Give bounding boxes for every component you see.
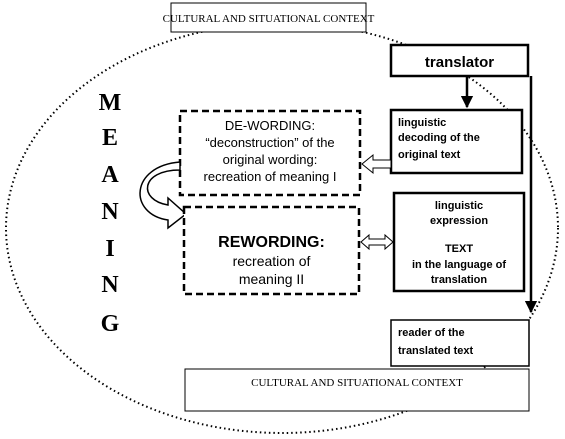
reader-box [390, 319, 530, 367]
context-bottom-label: CULTURAL AND SITUATIONAL CONTEXT [251, 377, 463, 389]
dewording-line-3: original wording: [223, 152, 318, 167]
meaning-letter: G [101, 311, 120, 337]
dewording-line-1: DE-WORDING: [225, 118, 315, 133]
expression-line-1: linguistic [435, 200, 483, 212]
rewording-line-1: REWORDING: [218, 234, 325, 251]
translator-box [389, 43, 530, 78]
decoding-box [389, 108, 524, 175]
context-top-label: CULTURAL AND SITUATIONAL CONTEXT [163, 13, 375, 25]
expression-line-2: expression [430, 215, 488, 227]
dewording-line-4: recreation of meaning I [204, 169, 337, 184]
rewording-line-3: meaning II [239, 271, 304, 287]
meaning-letter: A [101, 162, 119, 188]
reader-line-1: reader of the [398, 327, 465, 339]
translator-label: translator [425, 54, 494, 71]
meaning-letter: N [101, 272, 119, 298]
reader-line-2: translated text [398, 345, 474, 357]
meaning-letter: E [102, 125, 118, 151]
dewording-line-2: “deconstruction” of the [205, 135, 334, 150]
decoding-line-2: decoding of the [398, 132, 480, 144]
decoding-line-1: linguistic [398, 117, 446, 129]
rewording-line-2: recreation of [233, 253, 311, 269]
rewording-box [182, 205, 361, 296]
context-top-box [170, 2, 367, 33]
decoding-line-3: original text [398, 149, 461, 161]
dewording-to-rewording-curve-arrow [139, 161, 188, 230]
meaning-letter: N [101, 199, 119, 225]
rewording-expression-double-arrow [360, 233, 394, 251]
expression-line-3: TEXT [445, 243, 473, 255]
expression-line-5: translation [431, 274, 488, 286]
meaning-letter: I [105, 236, 114, 262]
decoding-to-dewording-arrow [361, 153, 392, 175]
dewording-box [178, 109, 362, 197]
expression-line-4: in the language of [412, 259, 506, 271]
meaning-vertical-label: M E A N I N G [99, 90, 122, 337]
expression-box [392, 191, 526, 293]
context-bottom-box [184, 368, 530, 412]
meaning-letter: M [99, 90, 122, 116]
